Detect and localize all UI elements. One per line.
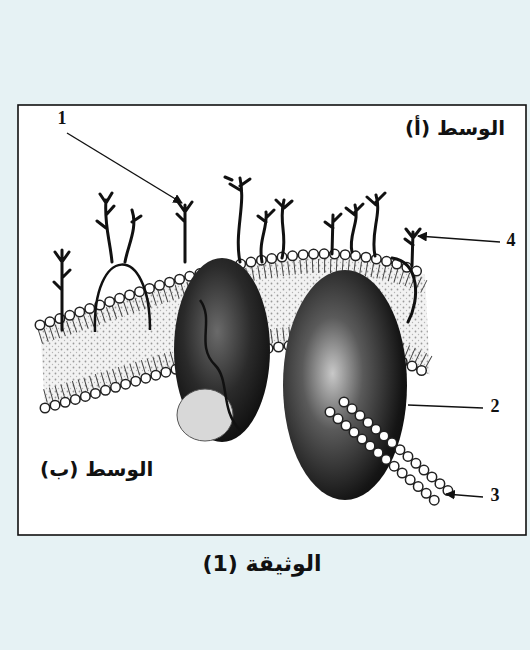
lipid-chain	[330, 412, 440, 505]
callout-number: 2	[491, 396, 500, 417]
callout-number: 4	[507, 230, 516, 251]
medium-label: الوسط (أ)	[405, 117, 505, 140]
lipid-chain	[330, 412, 440, 505]
callout-number: 3	[491, 485, 500, 506]
medium-label: الوسط (ب)	[40, 458, 153, 481]
protein-chain	[200, 300, 240, 430]
sugar-chains	[54, 177, 420, 330]
glycoprotein	[95, 265, 150, 332]
lipid-chain	[344, 402, 452, 494]
callout-number: 1	[58, 108, 67, 129]
protein	[283, 270, 407, 500]
figure-caption: الوثيقة (1)	[202, 551, 321, 576]
figure-frame	[18, 105, 526, 535]
lipid-chain	[344, 402, 452, 494]
protein	[174, 258, 270, 442]
leader-lines	[67, 133, 500, 497]
